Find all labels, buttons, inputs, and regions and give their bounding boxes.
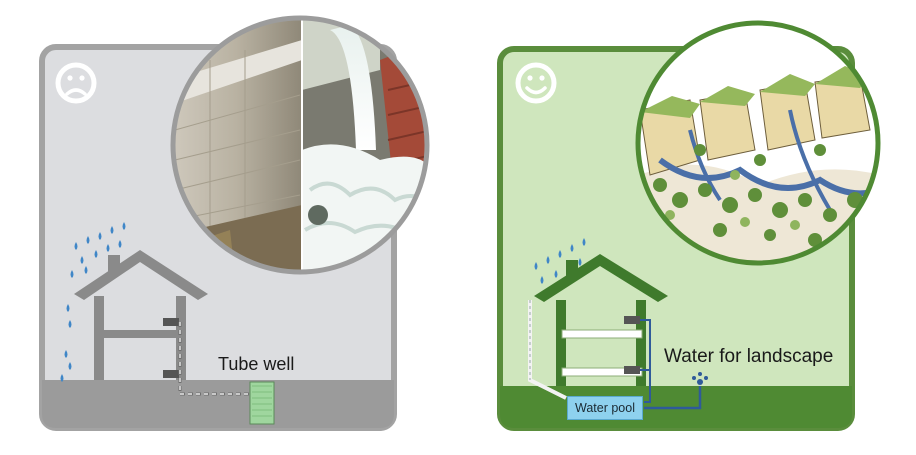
happy-face-icon	[515, 62, 557, 104]
pipe-left	[163, 318, 252, 396]
fountain-icon	[692, 372, 708, 385]
sad-face-icon	[55, 62, 97, 104]
water-pool-label: Water pool	[567, 396, 643, 420]
pipe-right	[528, 300, 702, 410]
water-for-landscape-label: Water for landscape	[664, 346, 834, 367]
landscape-illustration-circle	[635, 20, 881, 266]
tube-well-icon	[249, 381, 275, 425]
photo-circle-bad	[170, 15, 430, 275]
rain-icon	[60, 222, 126, 382]
tube-well-label: Tube well	[218, 354, 295, 374]
house-right	[534, 254, 668, 386]
